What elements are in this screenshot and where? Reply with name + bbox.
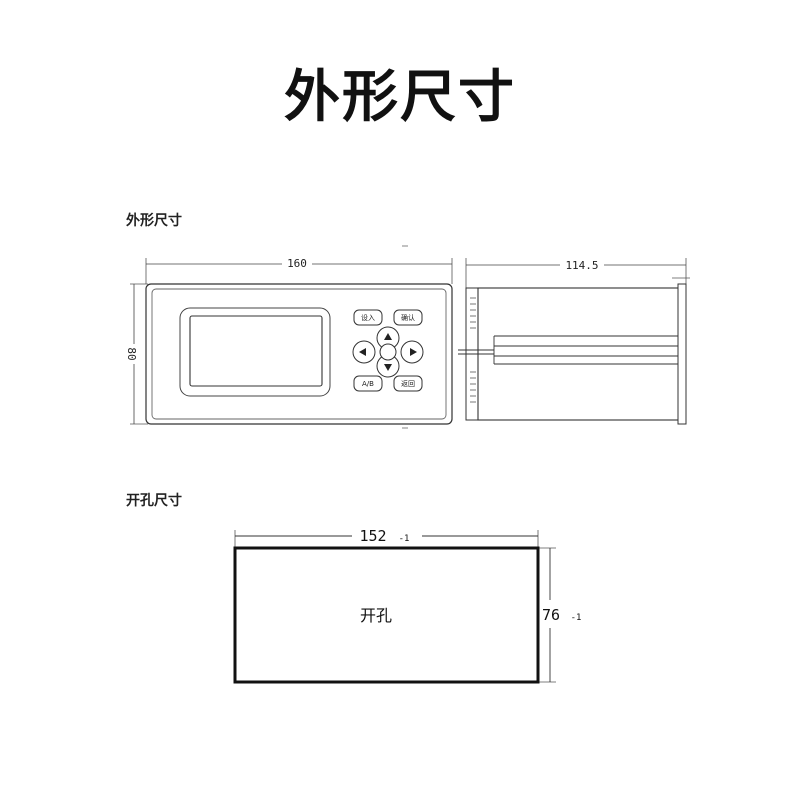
return-button-label: 返回 [401,380,415,388]
arrow-up-icon [384,333,392,340]
cutout-view: 152 -1 76 -1 开孔 [233,527,582,684]
lcd-display [189,315,323,387]
set-button[interactable] [353,309,383,326]
ab-button-label: A/B [362,380,374,388]
cutout-width-tolerance: -1 [399,534,410,544]
set-button-label: 设入 [361,313,375,322]
side-rear-plate [677,283,687,425]
page-title: 外形尺寸 [284,65,516,130]
cutout-section-label: 开孔尺寸 [126,493,182,509]
cutout-height-tolerance: -1 [571,613,582,623]
cutout-width-label: 152 [359,527,386,545]
arrow-right-icon [410,348,417,356]
arrow-down-icon [384,364,392,371]
ab-button[interactable] [353,375,383,392]
side-depth-label: 114.5 [565,259,598,272]
side-vent-slots [470,297,476,403]
cutout-center-label: 开孔 [360,606,392,625]
side-housing [477,287,683,421]
confirm-button[interactable] [393,309,423,326]
front-view: 160 80 设入 确认 A/B 返回 [125,245,453,429]
confirm-button-label: 确认 [401,313,415,322]
front-panel [151,288,447,420]
side-view: 114.5 [458,258,690,425]
cutout-height-label: 76 [542,606,560,624]
front-height-label: 80 [125,347,138,360]
center-button[interactable] [379,343,397,361]
cutout-rectangle [233,546,540,684]
outline-section-label: 外形尺寸 [126,213,182,229]
return-button[interactable] [393,375,423,392]
front-width-label: 160 [287,257,307,270]
arrow-left-icon [359,348,366,356]
